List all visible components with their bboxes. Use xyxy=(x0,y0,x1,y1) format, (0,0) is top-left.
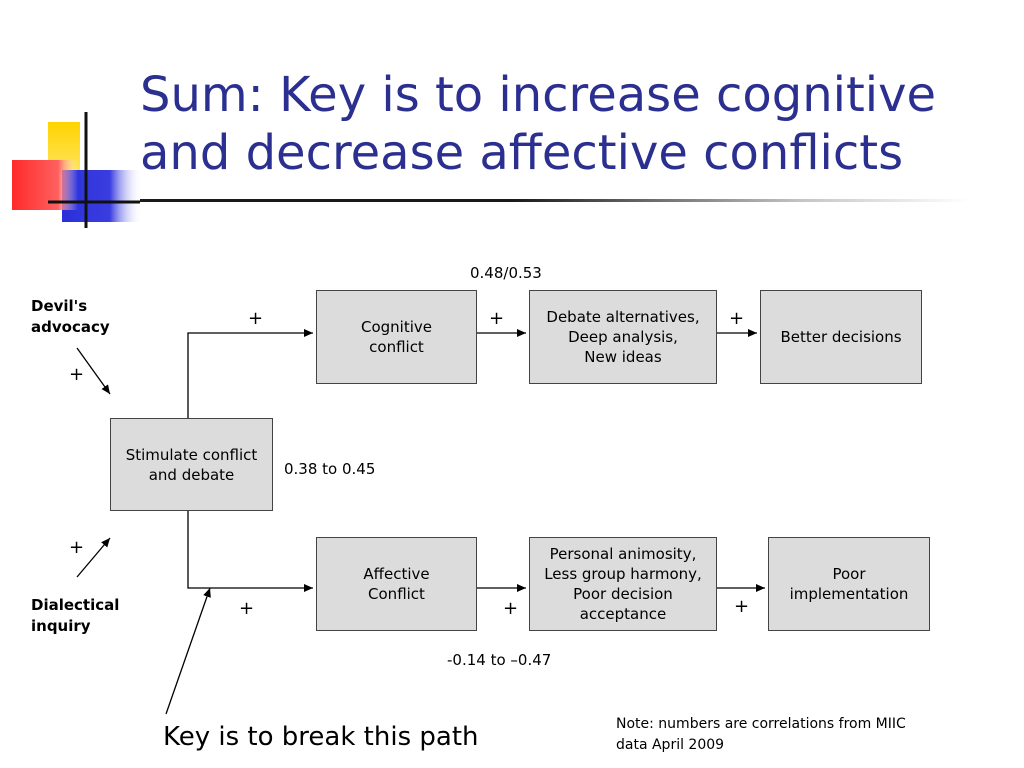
node-affective-conflict: Affective Conflict xyxy=(316,537,477,631)
sign-plus-to-cognitive: + xyxy=(248,308,264,329)
node-stimulate-conflict: Stimulate conflict and debate xyxy=(110,418,273,511)
node-poor-implementation: Poor implementation xyxy=(768,537,930,631)
slide-title: Sum: Key is to increase cognitive and de… xyxy=(140,67,937,181)
correlation-middle: 0.38 to 0.45 xyxy=(284,460,376,478)
arrow-key-callout xyxy=(165,587,211,715)
correlation-top: 0.48/0.53 xyxy=(470,264,542,282)
callout-break-path: Key is to break this path xyxy=(163,722,479,752)
sign-plus-to-affective: + xyxy=(239,598,255,619)
arrow-devils-advocacy xyxy=(76,347,111,395)
node-cognitive-conflict: Cognitive conflict xyxy=(316,290,477,384)
sign-plus-to-debate: + xyxy=(489,308,505,329)
decorative-logo xyxy=(12,112,142,228)
sign-plus-to-poor: + xyxy=(734,596,750,617)
node-personal-animosity: Personal animosity, Less group harmony, … xyxy=(529,537,717,631)
node-debate-alternatives: Debate alternatives, Deep analysis, New … xyxy=(529,290,717,384)
sign-plus-to-animosity: + xyxy=(503,598,519,619)
footnote: Note: numbers are correlations from MIIC… xyxy=(616,716,906,753)
connector-stimulate-to-cognitive xyxy=(187,329,313,418)
correlation-bottom: -0.14 to –0.47 xyxy=(447,651,552,669)
title-underline xyxy=(140,199,970,202)
label-devils-advocacy: Devil's advocacy xyxy=(31,297,110,336)
node-better-decisions: Better decisions xyxy=(760,290,922,384)
arrow-dialectical-inquiry xyxy=(76,537,111,578)
sign-plus-to-better: + xyxy=(729,308,745,329)
sign-plus-devils: + xyxy=(69,364,85,385)
connector-stimulate-to-affective xyxy=(187,511,313,592)
sign-plus-dialectical: + xyxy=(69,537,85,558)
label-dialectical-inquiry: Dialectical inquiry xyxy=(31,596,120,635)
